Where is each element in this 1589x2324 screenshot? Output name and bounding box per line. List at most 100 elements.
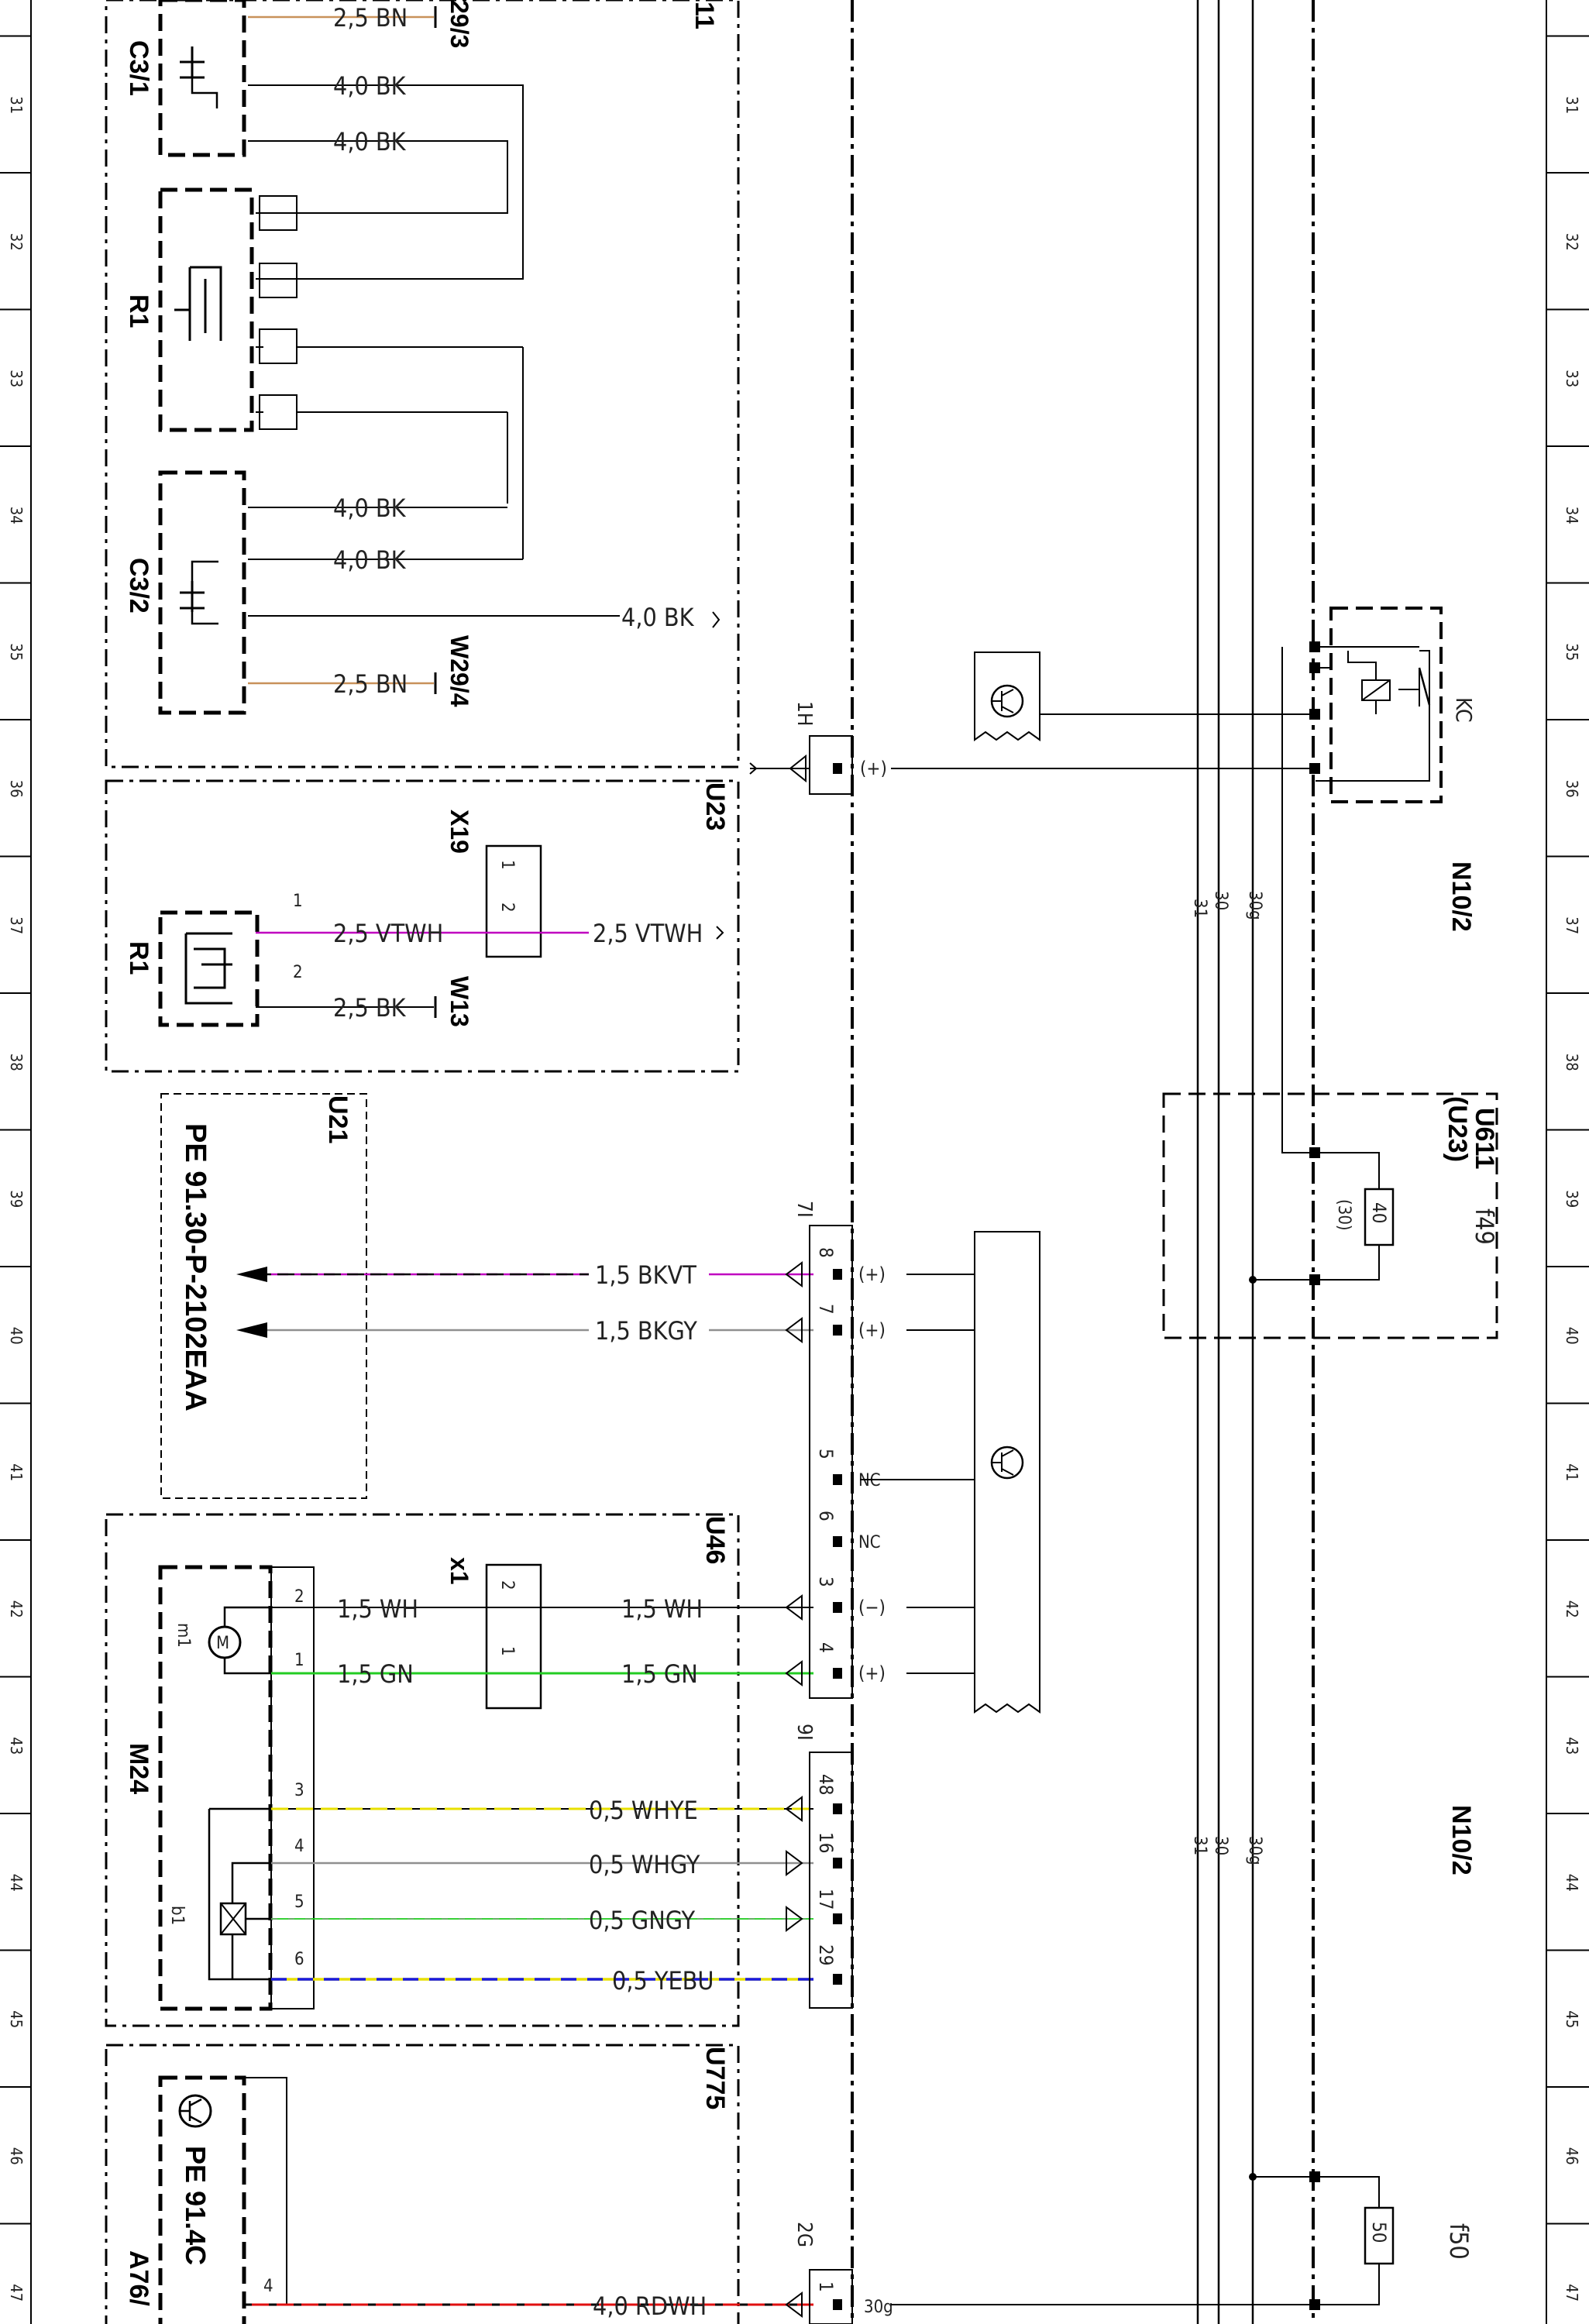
svg-text:1: 1 — [294, 1651, 304, 1670]
svg-text:16: 16 — [815, 1832, 837, 1853]
bus-lines — [1196, 0, 1254, 2324]
svg-text:(+): (+) — [860, 758, 887, 779]
ruler-number: 31 — [7, 96, 26, 114]
ruler-number: 38 — [1563, 1054, 1581, 1071]
ruler-number: 45 — [7, 2010, 26, 2028]
c3-1-capacitor: C3/1 — [124, 0, 246, 157]
a76-label: A76/ — [124, 2250, 153, 2306]
svg-text:48: 48 — [815, 1774, 837, 1795]
svg-text:2: 2 — [293, 963, 303, 982]
svg-text:(30): (30) — [1334, 1199, 1353, 1231]
wire-label: 0,5 WHYE — [589, 1796, 698, 1825]
svg-text:5: 5 — [815, 1449, 837, 1459]
a76-module: PE 91.4C A76/ 4 4,0 RDWH — [124, 2075, 813, 2324]
svg-text:(+): (+) — [858, 1263, 886, 1285]
ruler-number: 36 — [7, 780, 26, 798]
svg-text:29: 29 — [815, 1944, 837, 1965]
r1-heater-lower: R1 1 2 2,5 VTWH 2,5 BK W13 — [124, 892, 473, 1027]
w13-label: W13 — [445, 976, 473, 1027]
ruler-number: 41 — [7, 1463, 26, 1481]
ruler-number: 42 — [1563, 1600, 1581, 1618]
wire-label: 2,5 BK — [333, 993, 407, 1023]
x19-label: X19 — [445, 810, 473, 854]
svg-text:b1: b1 — [167, 1906, 187, 1925]
wire-label: 4,0 BK — [333, 71, 407, 101]
svg-text:4: 4 — [294, 1837, 304, 1856]
r1-heater-upper: R1 — [124, 187, 524, 559]
wire-label: 2,5 BN — [333, 669, 408, 699]
ruler-number: 43 — [1563, 1737, 1581, 1755]
ruler-number: 35 — [7, 643, 26, 661]
u775-label: U775 — [700, 2047, 730, 2109]
svg-text:7: 7 — [815, 1304, 837, 1315]
u21-reference: PE 91.30-P-2102EAA — [179, 1123, 212, 1411]
wire-label: 0,5 GNGY — [589, 1906, 695, 1935]
bus-labels-upper: 31 30 30g — [1190, 891, 1264, 920]
svg-text:2G: 2G — [793, 2222, 816, 2247]
svg-text:4: 4 — [263, 2277, 273, 2296]
svg-text:7I: 7I — [793, 1201, 816, 1218]
n10-2-lower-label: N10/2 — [1446, 1805, 1476, 1875]
svg-text:2: 2 — [294, 1587, 304, 1607]
svg-text:1H: 1H — [793, 701, 816, 726]
w29-3-label: 29/3 — [445, 0, 473, 48]
ruler-number: 37 — [7, 916, 26, 934]
connector-9i: 9I 48 16 17 29 — [785, 1724, 853, 2009]
ruler-number: 33 — [7, 370, 26, 387]
svg-text:NC: NC — [858, 1533, 881, 1552]
u775-reference: PE 91.4C — [180, 2146, 212, 2265]
svg-text:8: 8 — [815, 1247, 837, 1258]
x19-connector: X19 1 2 2,5 VTWH — [445, 810, 724, 958]
ruler-number: 32 — [1563, 233, 1581, 251]
ruler-number: 33 — [1563, 370, 1581, 387]
wire-label: 4,0 BK — [333, 127, 407, 156]
wire-label: 4,0 BK — [333, 493, 407, 523]
ruler-number: 40 — [7, 1327, 26, 1345]
wire-label: 1,5 GN — [337, 1659, 414, 1689]
svg-text:M: M — [216, 1634, 229, 1653]
wire-label: 2,5 VTWH — [593, 919, 703, 948]
wire-label: 0,5 WHGY — [589, 1850, 700, 1879]
bus-label-30g: 30g — [1245, 891, 1264, 920]
c3-2-label: C3/2 — [124, 558, 153, 614]
ruler-number: 42 — [7, 1600, 26, 1618]
kc-label: KC — [1451, 697, 1477, 723]
f50-label: f50 — [1444, 2223, 1474, 2260]
svg-text:40: 40 — [1368, 1202, 1390, 1223]
u46-housing — [105, 1513, 740, 2027]
wire-label: 4,0 RDWH — [593, 2291, 707, 2321]
connector-7i: 7I 8 7 5 6 3 4 (+) (+) NC NC (−) (+) — [785, 1201, 975, 1699]
c3-1-label: C3/1 — [124, 40, 153, 96]
ruler-number: 41 — [1563, 1463, 1581, 1481]
transistor-module-upper — [974, 651, 1316, 741]
ruler-number: 34 — [7, 507, 26, 524]
bus-label-30: 30 — [1211, 1836, 1230, 1855]
bus-labels-lower: 31 30 30g — [1190, 1836, 1264, 1865]
ruler-number: 47 — [1563, 2284, 1581, 2302]
ruler-number: 38 — [7, 1054, 26, 1071]
svg-text:(−): (−) — [858, 1597, 886, 1618]
svg-text:50: 50 — [1368, 2222, 1390, 2243]
svg-text:1: 1 — [497, 1646, 517, 1656]
svg-text:4: 4 — [815, 1642, 837, 1653]
svg-text:6: 6 — [294, 1950, 304, 1969]
ruler-number: 43 — [7, 1737, 26, 1755]
connector-1h: 1H (+) — [749, 701, 1316, 795]
c3-2-wires: 4,0 BK 4,0 BK 4,0 BK 2,5 BN W29/4 — [248, 493, 721, 707]
ruler-number: 45 — [1563, 2010, 1581, 2028]
svg-text:6: 6 — [815, 1511, 837, 1521]
svg-text:17: 17 — [815, 1889, 837, 1910]
bus-label-30g: 30g — [1245, 1836, 1264, 1865]
svg-text:30g: 30g — [864, 2298, 893, 2317]
x1-label: x1 — [445, 1557, 473, 1585]
wire-label: 1,5 BKGY — [595, 1316, 697, 1346]
svg-text:NC: NC — [858, 1471, 881, 1490]
m24-wires: 1,5 WH 1,5 WH 1,5 GN 1,5 GN 0,5 WHYE 0,5… — [271, 1594, 813, 1996]
svg-text:m1: m1 — [174, 1623, 193, 1648]
top-right-label: 11 — [690, 2, 719, 29]
bus-label-31: 31 — [1190, 899, 1209, 918]
svg-text:3: 3 — [294, 1781, 304, 1800]
